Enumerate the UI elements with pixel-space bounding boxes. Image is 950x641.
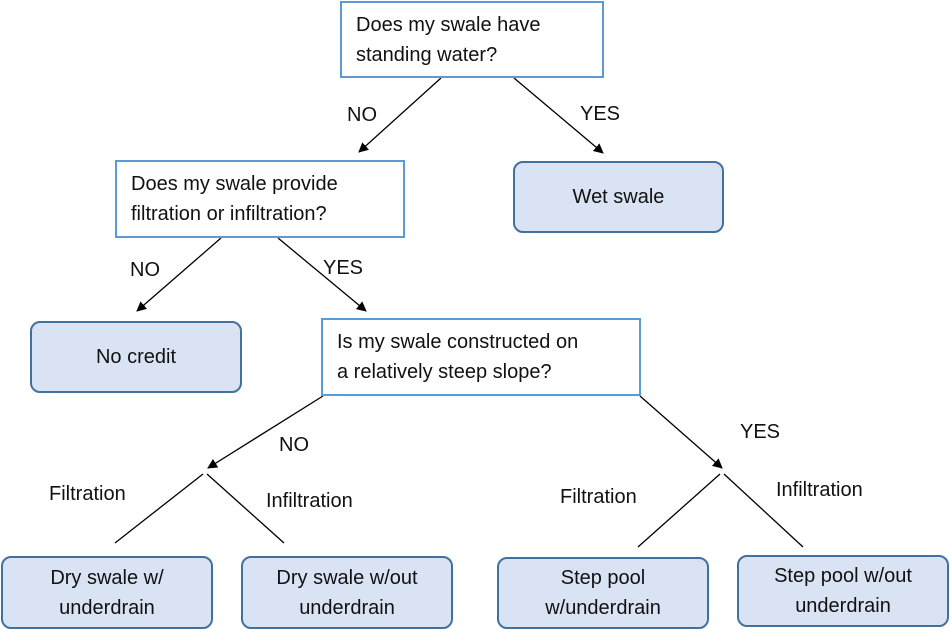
question-steep-slope-text: Is my swale constructed on a relatively … [337, 331, 579, 383]
branch-left-filtration [114, 473, 204, 544]
outcome-step-pool-with-underdrain-text: Step pool w/underdrain [545, 567, 661, 619]
edge-label-right-infiltration: Infiltration [776, 479, 863, 501]
outcome-dry-swale-without-underdrain-text: Dry swale w/out underdrain [276, 566, 418, 619]
question-filtration-infiltration-text: Does my swale provide filtration or infi… [131, 173, 338, 225]
branch-right-filtration [637, 473, 721, 548]
edge-label-left-filtration: Filtration [49, 483, 126, 505]
question-standing-water-text: Does my swale have standing water? [356, 14, 541, 66]
outcome-no-credit-text: No credit [95, 346, 177, 368]
outcome-step-pool-without-underdrain-text: Step pool w/out underdrain [774, 565, 912, 617]
edge-label-left-infiltration: Infiltration [266, 490, 353, 512]
outcome-step-pool-without-underdrain: Step pool w/out underdrain [737, 555, 949, 627]
arrow-q1-no [358, 77, 442, 153]
branch-left-infiltration [206, 473, 285, 544]
arrow-q3-no [207, 395, 324, 469]
question-filtration-infiltration: Does my swale provide filtration or infi… [115, 160, 405, 238]
outcome-wet-swale-text: Wet swale [572, 186, 665, 208]
edge-label-right-filtration: Filtration [560, 486, 637, 508]
arrow-q2-yes [277, 237, 367, 312]
arrow-q1-yes [513, 77, 604, 154]
edge-label-q1-no: NO [347, 104, 377, 126]
outcome-no-credit: No credit [30, 321, 242, 393]
branch-right-infiltration [723, 473, 804, 548]
question-steep-slope: Is my swale constructed on a relatively … [321, 318, 641, 396]
outcome-step-pool-with-underdrain: Step pool w/underdrain [497, 557, 709, 629]
outcome-dry-swale-with-underdrain: Dry swale w/ underdrain [1, 556, 213, 629]
arrow-q2-no [136, 237, 222, 312]
edge-label-q3-yes: YES [740, 421, 781, 443]
arrow-q3-yes [639, 395, 723, 469]
outcome-dry-swale-with-underdrain-text: Dry swale w/ underdrain [50, 566, 164, 619]
edge-label-q2-yes: YES [323, 257, 364, 279]
edge-label-q2-no: NO [130, 259, 160, 281]
edge-label-q3-no: NO [279, 434, 309, 456]
question-standing-water: Does my swale have standing water? [340, 1, 604, 78]
outcome-dry-swale-without-underdrain: Dry swale w/out underdrain [241, 556, 453, 629]
outcome-wet-swale: Wet swale [513, 161, 724, 233]
edge-label-q1-yes: YES [580, 103, 621, 125]
